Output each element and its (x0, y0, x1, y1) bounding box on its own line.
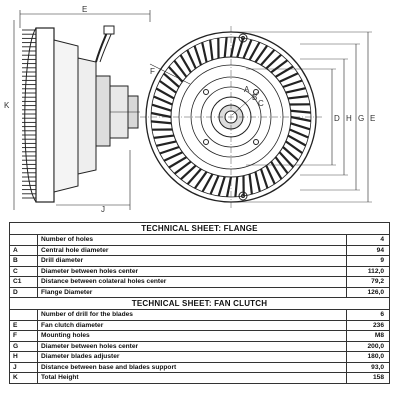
cell-label: Fan clutch diameter (37, 319, 347, 331)
flange-title: TECHNICAL SHEET: FLANGE (9, 222, 390, 235)
fan-clutch-section: TECHNICAL SHEET: FAN CLUTCH Number of dr… (9, 297, 390, 384)
cell-label: Diameter blades adjuster (37, 351, 347, 363)
cell-value: 126,0 (346, 286, 390, 298)
label-A: A (244, 85, 250, 94)
cell-value: 79,2 (346, 276, 390, 288)
cell-label: Central hole diameter (37, 244, 347, 256)
cell-code (9, 234, 38, 246)
label-J: J (101, 205, 105, 214)
cell-code: F (9, 330, 38, 342)
cell-value: 93,0 (346, 361, 390, 373)
cell-code: B (9, 255, 38, 267)
cell-code: E (9, 319, 38, 331)
cell-value: 158 (346, 372, 390, 384)
cell-value: 94 (346, 244, 390, 256)
cell-label: Total Height (37, 372, 347, 384)
side-view-fins (22, 27, 37, 203)
label-B: B (252, 93, 257, 102)
cell-value: 112,0 (346, 265, 390, 277)
cell-code: J (9, 361, 38, 373)
cell-value: M8 (346, 330, 390, 342)
cell-value: 200,0 (346, 340, 390, 352)
cell-code: C (9, 265, 38, 277)
cell-value: 236 (346, 319, 390, 331)
front-view (140, 26, 372, 208)
cell-label: Number of drill for the blades (37, 309, 347, 321)
cell-code: A (9, 244, 38, 256)
cell-value: 180,0 (346, 351, 390, 363)
cell-code: D (9, 286, 38, 298)
cell-code: G (9, 340, 38, 352)
label-E-right: E (370, 114, 375, 123)
label-F: F (150, 67, 155, 76)
label-E-top: E (82, 5, 87, 14)
cell-value: 4 (346, 234, 390, 246)
label-D: D (334, 114, 340, 123)
cell-code (9, 309, 38, 321)
label-G: G (358, 114, 364, 123)
cell-label: Drill diameter (37, 255, 347, 267)
cell-value: 9 (346, 255, 390, 267)
front-view-fins (150, 36, 312, 198)
cell-label: Number of holes (37, 234, 347, 246)
label-K: K (4, 101, 10, 110)
cell-label: Flange Diameter (37, 286, 347, 298)
technical-drawing: E K J F (4, 5, 375, 214)
cell-label: Diameter between holes center (37, 340, 347, 352)
cell-code: C1 (9, 276, 38, 288)
cell-label: Mounting holes (37, 330, 347, 342)
cell-label: Distance between colateral holes center (37, 276, 347, 288)
cell-code: H (9, 351, 38, 363)
cell-label: Diameter between holes center (37, 265, 347, 277)
fan-clutch-title: TECHNICAL SHEET: FAN CLUTCH (9, 297, 390, 310)
cell-value: 6 (346, 309, 390, 321)
label-C: C (258, 99, 264, 108)
label-H: H (346, 114, 352, 123)
cell-code: K (9, 372, 38, 384)
cell-label: Distance between base and blades support (37, 361, 347, 373)
side-view (13, 10, 151, 210)
